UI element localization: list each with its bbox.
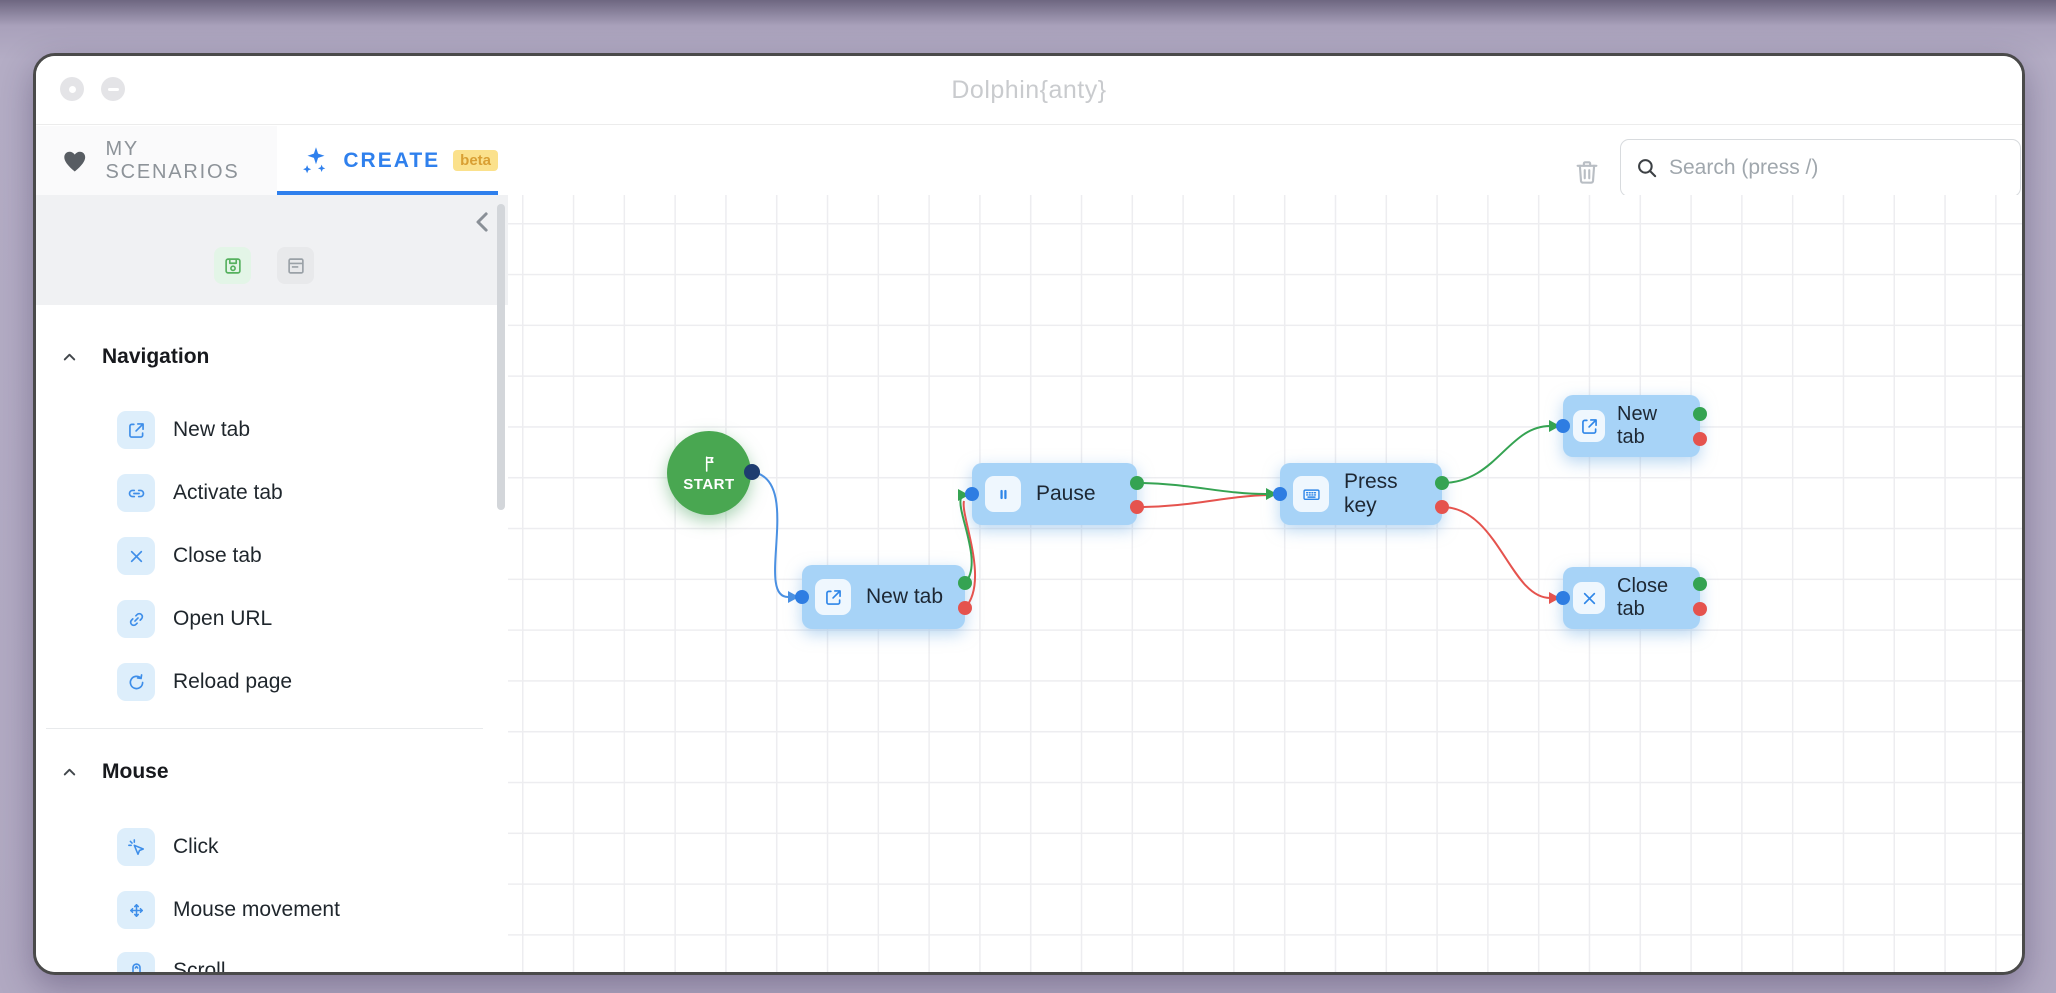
sidebar-item-label: Activate tab bbox=[173, 481, 283, 504]
arrowhead bbox=[1549, 592, 1560, 604]
sidebar-item-new-tab[interactable]: New tab bbox=[36, 408, 508, 452]
reload-icon bbox=[117, 663, 155, 701]
search-box bbox=[1620, 139, 2021, 197]
sidebar-item-mouse-movement[interactable]: Mouse movement bbox=[36, 888, 508, 932]
node-label: Close tab bbox=[1617, 575, 1669, 620]
titlebar: Dolphin{anty} bbox=[36, 56, 2022, 125]
search-input[interactable] bbox=[1620, 139, 2021, 197]
section-label: Navigation bbox=[102, 345, 210, 368]
node-pause[interactable]: Pause bbox=[972, 463, 1137, 525]
start-node[interactable]: START bbox=[667, 431, 751, 515]
new-tab-icon bbox=[117, 411, 155, 449]
heart-icon bbox=[64, 151, 86, 172]
node-label: Press key bbox=[1344, 470, 1398, 517]
chevron-up-icon bbox=[63, 353, 76, 360]
node-label: New tab bbox=[1617, 403, 1658, 448]
arrowhead bbox=[788, 591, 799, 603]
minimize-icon bbox=[107, 87, 119, 91]
sidebar-item-label: Scroll bbox=[173, 959, 226, 972]
arrowhead bbox=[1266, 488, 1277, 500]
collapse-sidebar-chevron[interactable] bbox=[468, 207, 498, 237]
trash-icon[interactable] bbox=[1572, 154, 1602, 190]
sidebar-header bbox=[36, 195, 508, 305]
node-close-tab[interactable]: Close tab bbox=[1563, 567, 1700, 629]
form-icon bbox=[287, 257, 304, 274]
sidebar-item-open-url[interactable]: Open URL bbox=[36, 597, 508, 641]
node-new-tab-1[interactable]: New tab bbox=[802, 565, 965, 629]
new-tab-icon bbox=[1573, 410, 1605, 442]
tab-create[interactable]: CREATE beta bbox=[277, 126, 498, 195]
sidebar-item-label: New tab bbox=[173, 418, 251, 441]
sidebar-item-close-tab[interactable]: Close tab bbox=[36, 534, 508, 578]
sidebar-item-reload-page[interactable]: Reload page bbox=[36, 660, 508, 704]
node-press-key[interactable]: Press key bbox=[1280, 463, 1442, 525]
sidebar-item-label: Open URL bbox=[173, 607, 273, 630]
cursor-click-icon bbox=[117, 828, 155, 866]
tab-my-scenarios[interactable]: MY SCENARIOS bbox=[36, 126, 277, 195]
close-x-icon bbox=[117, 537, 155, 575]
flow-edges bbox=[744, 407, 1707, 616]
edge-pause-success-to-press-key bbox=[1136, 482, 1267, 495]
sparkles-icon bbox=[303, 146, 326, 173]
link-chain-icon bbox=[117, 474, 155, 512]
scenario-canvas[interactable]: START New tab Pause Press key New tab Cl bbox=[508, 195, 2022, 972]
url-link-icon bbox=[117, 600, 155, 638]
edge-pause-error-to-press-key bbox=[1136, 494, 1270, 508]
chevron-up-icon bbox=[63, 768, 76, 775]
tab-bar: MY SCENARIOS CREATE beta bbox=[36, 126, 2022, 197]
close-icon bbox=[68, 85, 76, 93]
search-icon bbox=[1638, 159, 1657, 178]
active-tab-underline bbox=[277, 191, 498, 195]
sidebar-item-label: Mouse movement bbox=[173, 898, 340, 921]
arrowhead bbox=[1549, 420, 1560, 432]
close-x-icon bbox=[1573, 582, 1605, 614]
start-node-label: START bbox=[683, 476, 735, 493]
sidebar-item-label: Reload page bbox=[173, 670, 293, 693]
sidebar-item-click[interactable]: Click bbox=[36, 825, 508, 869]
move-arrows-icon bbox=[117, 891, 155, 929]
section-divider bbox=[46, 728, 483, 729]
sidebar-item-scroll[interactable]: Scroll bbox=[36, 949, 508, 972]
section-label: Mouse bbox=[102, 760, 169, 783]
node-new-tab-2[interactable]: New tab bbox=[1563, 395, 1700, 457]
scroll-mouse-icon bbox=[117, 952, 155, 972]
tab-create-label: CREATE bbox=[343, 148, 441, 172]
tab-my-scenarios-label: MY SCENARIOS bbox=[105, 137, 240, 183]
flag-icon bbox=[705, 456, 714, 472]
section-header-mouse[interactable]: Mouse bbox=[36, 750, 508, 794]
app-title: Dolphin{anty} bbox=[951, 76, 1107, 104]
minimize-button[interactable] bbox=[101, 77, 125, 101]
edge-press-key-success-to-new-tab bbox=[1441, 425, 1551, 484]
save-icon bbox=[224, 257, 241, 274]
edge-start-to-new-tab bbox=[751, 471, 789, 598]
save-button[interactable] bbox=[214, 247, 251, 284]
sidebar-item-activate-tab[interactable]: Activate tab bbox=[36, 471, 508, 515]
arrowhead bbox=[958, 489, 969, 501]
keyboard-icon bbox=[1293, 476, 1329, 512]
sidebar-item-label: Close tab bbox=[173, 544, 262, 567]
pause-icon bbox=[985, 476, 1021, 512]
close-button[interactable] bbox=[60, 77, 84, 101]
sidebar-item-label: Click bbox=[173, 835, 219, 858]
edge-press-key-error-to-close-tab bbox=[1441, 506, 1551, 599]
node-label: New tab bbox=[866, 585, 944, 608]
beta-badge: beta bbox=[453, 150, 498, 171]
form-button[interactable] bbox=[277, 247, 314, 284]
sidebar-scrollbar[interactable] bbox=[497, 204, 505, 510]
blocks-sidebar: Navigation New tab Activate tab Close ta… bbox=[36, 195, 508, 972]
new-tab-icon bbox=[815, 579, 851, 615]
node-label: Pause bbox=[1036, 482, 1096, 505]
app-window: Dolphin{anty} MY SCENARIOS CREATE beta bbox=[33, 53, 2025, 975]
section-header-navigation[interactable]: Navigation bbox=[36, 335, 508, 379]
